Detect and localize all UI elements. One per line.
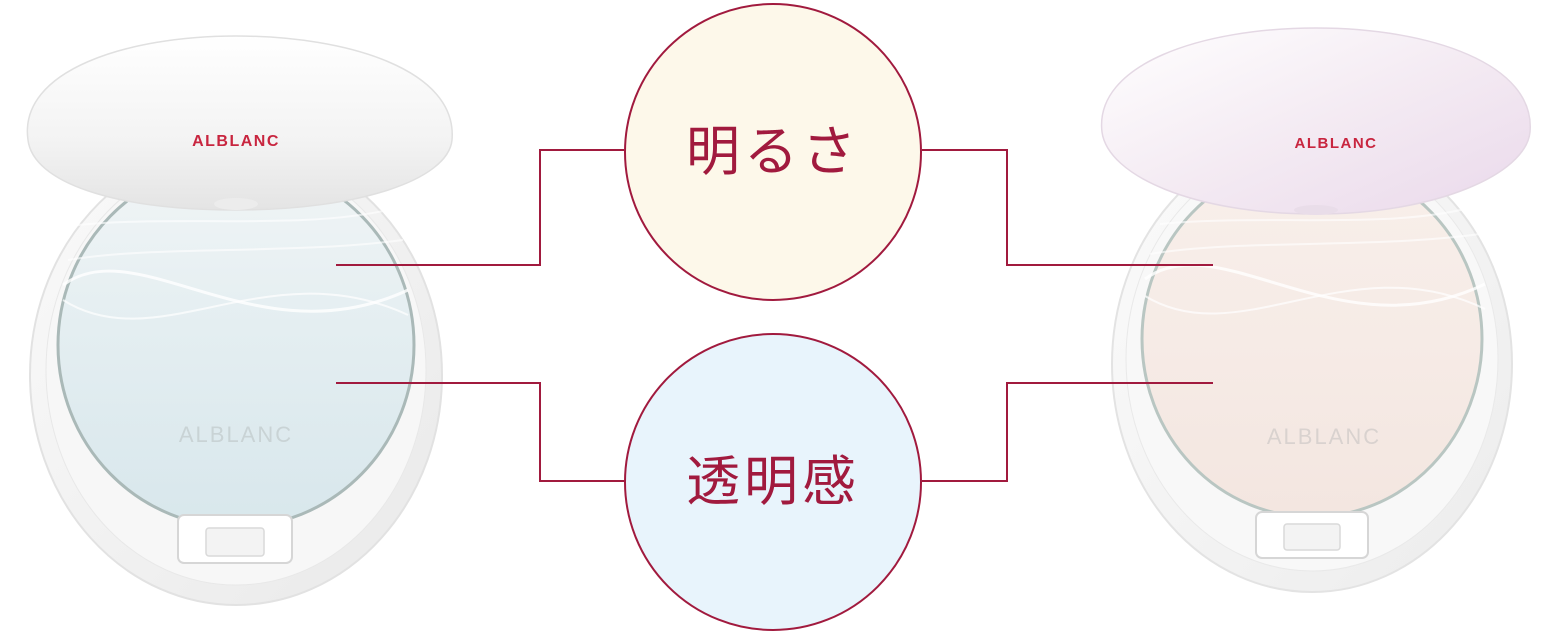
right-compact-product: ALBLANC ALBLANC bbox=[1090, 24, 1550, 604]
powder-logo: ALBLANC bbox=[179, 422, 293, 447]
connector-right-bottom bbox=[922, 382, 1213, 482]
lid-logo: ALBLANC bbox=[192, 133, 280, 150]
feature-brightness-circle: 明るさ bbox=[624, 3, 922, 301]
connector-left-bottom bbox=[336, 382, 624, 482]
feature-translucency-circle: 透明感 bbox=[624, 333, 922, 631]
connector-right-top bbox=[922, 149, 1213, 266]
powder-logo: ALBLANC bbox=[1267, 424, 1381, 449]
compact-lid bbox=[1100, 27, 1531, 215]
feature-brightness-label: 明るさ bbox=[686, 120, 860, 183]
lid-logo: ALBLANC bbox=[1295, 135, 1378, 152]
left-compact-product: ALBLANC ALBLANC bbox=[8, 30, 468, 610]
feature-translucency-label: 透明感 bbox=[686, 450, 860, 513]
compact-lid bbox=[26, 35, 453, 211]
connector-left-top bbox=[336, 149, 624, 266]
